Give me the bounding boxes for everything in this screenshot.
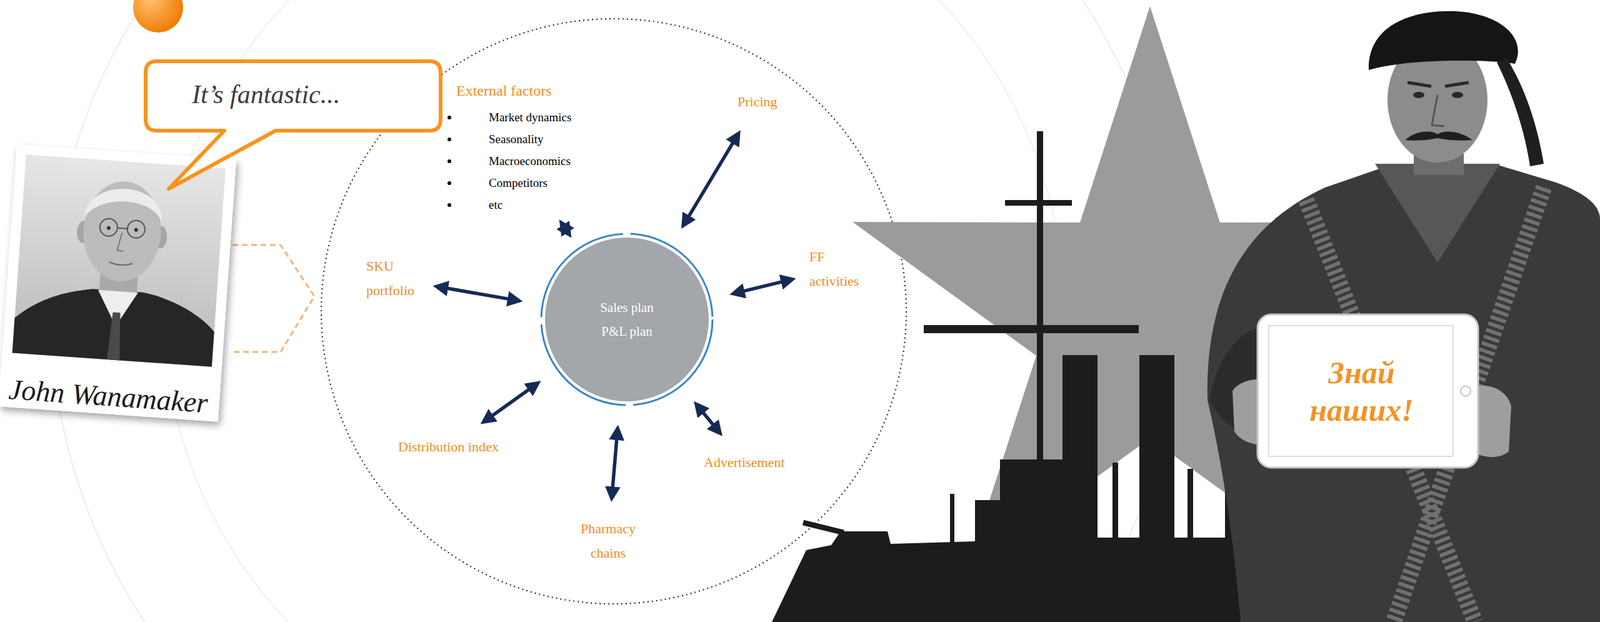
- double-arrow: [685, 136, 737, 223]
- driver-label: Pricing: [737, 90, 778, 115]
- tablet-outline: [1257, 314, 1479, 468]
- driver-label: Pharmacy chains: [580, 516, 636, 565]
- factor-item: Market dynamics: [443, 106, 572, 129]
- portrait-photo-part: [134, 228, 139, 232]
- cruiser-silhouette-part: [1139, 355, 1175, 543]
- sailor-figure-part: [1407, 82, 1432, 87]
- cruiser-silhouette-part: [1005, 200, 1072, 206]
- driver-label: SKU portfolio: [366, 254, 415, 303]
- sailor-figure-part: [1496, 57, 1544, 167]
- factor-item: Competitors: [443, 171, 572, 194]
- driver-text: FF activities: [809, 245, 859, 294]
- portrait-photo-part: [0, 144, 237, 422]
- sailor-figure-part: [1207, 163, 1600, 622]
- sailor-figure-part: [1431, 95, 1445, 127]
- sailor-figure-part: [1413, 91, 1425, 99]
- portrait-photo-part: [12, 283, 217, 367]
- speech-bubble: It’s fantastic...: [145, 61, 441, 131]
- plan-text: P&L plan: [601, 319, 652, 344]
- factor-list: External factorsMarket dynamicsSeasonali…: [443, 80, 579, 219]
- dotted-chevron-part: [232, 245, 315, 352]
- cruiser-silhouette-part: [803, 522, 844, 533]
- portrait-photo-part: [99, 218, 119, 237]
- double-arrow: [563, 225, 567, 232]
- tablet-button: [1460, 386, 1471, 397]
- plan-circle: Sales planP&L plan: [545, 237, 709, 402]
- driver-text: SKU portfolio: [366, 254, 415, 303]
- cruiser-silhouette-part: [923, 325, 1139, 334]
- factor-item: Seasonality: [443, 128, 572, 150]
- double-arrow: [440, 286, 515, 300]
- dotted-chevron: [232, 245, 315, 352]
- slogan-text: Знай наших!: [1299, 353, 1425, 429]
- driver-label: FF activities: [809, 245, 859, 294]
- background-rings-part: [163, 0, 1064, 622]
- portrait-photo-part: [84, 186, 164, 224]
- sailor-figure-part: [1368, 11, 1519, 70]
- sailor-figure-part: [1405, 131, 1473, 140]
- driver-text: Distribution index: [398, 435, 499, 460]
- factor-item: Macroeconomics: [443, 150, 572, 172]
- cruiser-silhouette-part: [1062, 355, 1098, 543]
- portrait-photo-part: [108, 261, 133, 266]
- cruiser-silhouette-part: [1036, 131, 1044, 507]
- tablet-body: [1257, 314, 1479, 468]
- factor-item: etc: [443, 193, 572, 216]
- orange-dot: [133, 0, 184, 33]
- portrait-photo-part: [106, 225, 111, 230]
- ring-arc: [541, 233, 713, 405]
- portrait-photo-part: [12, 154, 226, 367]
- sailor-figure-part: [1445, 82, 1469, 87]
- portrait-photo: [0, 144, 237, 422]
- portrait-photo-part: [116, 232, 125, 252]
- plan-text: Sales plan: [600, 295, 654, 320]
- portrait-photo-part: [117, 228, 128, 229]
- sailor-figure: [1207, 11, 1600, 622]
- double-arrow: [698, 406, 719, 430]
- tablet-screen: [1268, 325, 1454, 457]
- tablet-sign: Знай наших!: [1257, 314, 1479, 468]
- double-arrow: [736, 280, 789, 293]
- driver-text: Pharmacy chains: [580, 516, 636, 565]
- driver-text: Advertisement: [703, 450, 785, 475]
- driver-text: Pricing: [737, 90, 778, 115]
- factor-heading: External factors: [443, 80, 572, 102]
- plan-ring: [545, 237, 709, 402]
- driver-label: Distribution index: [398, 435, 499, 460]
- driver-label: Advertisement: [703, 450, 785, 475]
- portrait-photo-part: [106, 311, 123, 360]
- portrait-photo-part: [80, 178, 165, 284]
- cruiser-silhouette-part: [1187, 468, 1194, 541]
- double-arrow: [611, 431, 617, 495]
- cruiser-silhouette-part: [950, 493, 955, 544]
- sailor-figure-part: [1375, 163, 1500, 263]
- portrait-photo-part: [126, 220, 146, 239]
- cruiser-silhouette-part: [1112, 462, 1119, 541]
- sailor-figure-part: [1451, 91, 1464, 99]
- bubble-text: It’s fantastic...: [191, 79, 340, 110]
- bubble-shape: [145, 61, 441, 189]
- double-arrow: [486, 385, 535, 420]
